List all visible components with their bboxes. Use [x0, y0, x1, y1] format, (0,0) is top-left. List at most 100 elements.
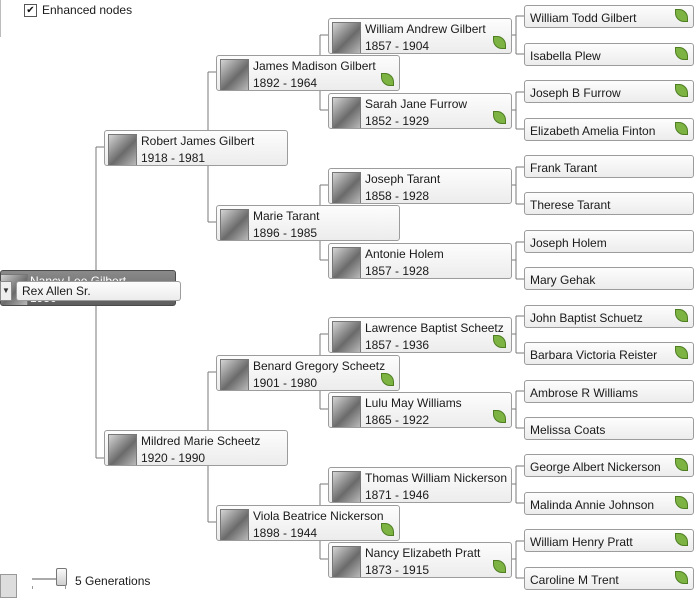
hint-leaf-icon[interactable]: [675, 496, 688, 509]
hint-leaf-icon[interactable]: [675, 571, 688, 584]
person-name: Thomas William Nickerson: [365, 471, 508, 485]
person-name: Caroline M Trent: [530, 573, 619, 587]
person-name: Malinda Annie Johnson: [530, 498, 655, 512]
person-node-gen2[interactable]: Benard Gregory Scheetz 1901 - 1980: [216, 355, 400, 391]
person-dates: 1865 - 1922: [365, 413, 430, 427]
hint-leaf-icon[interactable]: [675, 84, 688, 97]
person-photo: [332, 321, 361, 352]
person-name: Mary Gehak: [530, 273, 596, 287]
person-node-gen4[interactable]: Ambrose R Williams: [524, 380, 694, 403]
person-node-gen4[interactable]: Joseph Holem: [524, 230, 694, 253]
hint-leaf-icon[interactable]: [381, 523, 394, 536]
person-dates: 1858 - 1928: [365, 189, 430, 203]
person-node-gen3[interactable]: Thomas William Nickerson 1871 - 1946: [328, 467, 512, 503]
person-name: Antonie Holem: [365, 247, 444, 261]
enhanced-nodes-label: Enhanced nodes: [42, 3, 133, 17]
person-node-gen4[interactable]: George Albert Nickerson: [524, 454, 694, 477]
person-name: William Andrew Gilbert: [365, 22, 486, 36]
person-node-gen3[interactable]: Lawrence Baptist Scheetz 1857 - 1936: [328, 317, 512, 353]
person-node-gen2[interactable]: Viola Beatrice Nickerson 1898 - 1944: [216, 505, 400, 541]
person-name: John Baptist Schuetz: [530, 311, 643, 325]
generations-slider-ticks: [32, 586, 66, 589]
person-node-gen4[interactable]: William Henry Pratt: [524, 529, 694, 552]
hint-leaf-icon[interactable]: [381, 73, 394, 86]
person-node-gen4[interactable]: Therese Tarant: [524, 192, 694, 215]
person-photo: [220, 209, 249, 240]
person-photo: [108, 434, 137, 465]
hint-leaf-icon[interactable]: [675, 346, 688, 359]
person-node-gen4[interactable]: Barbara Victoria Reister: [524, 342, 694, 365]
person-node-gen2[interactable]: Marie Tarant 1896 - 1985: [216, 205, 400, 241]
person-dates: 1852 - 1929: [365, 114, 430, 128]
person-name: Sarah Jane Furrow: [365, 97, 468, 111]
person-node-gen4[interactable]: Malinda Annie Johnson: [524, 492, 694, 515]
person-dates: 1920 - 1990: [141, 451, 206, 465]
hint-leaf-icon[interactable]: [675, 47, 688, 60]
hint-leaf-icon[interactable]: [493, 111, 506, 124]
enhanced-nodes-checkbox[interactable]: ✔: [24, 4, 37, 17]
person-photo: [332, 97, 361, 128]
person-name: Joseph Holem: [530, 236, 607, 250]
hint-leaf-icon[interactable]: [675, 9, 688, 22]
spouse-dropdown-arrow-icon[interactable]: ▼: [0, 281, 12, 301]
person-name: Marie Tarant: [253, 209, 320, 223]
person-name: William Henry Pratt: [530, 535, 633, 549]
generations-slider-track[interactable]: [32, 578, 62, 580]
person-dates: 1892 - 1964: [253, 76, 318, 90]
hint-leaf-icon[interactable]: [493, 560, 506, 573]
generations-label: 5 Generations: [75, 574, 151, 588]
person-node-gen3[interactable]: Nancy Elizabeth Pratt 1873 - 1915: [328, 542, 512, 578]
person-name: Benard Gregory Scheetz: [253, 359, 386, 373]
person-name: Joseph B Furrow: [530, 86, 621, 100]
person-dates: 1896 - 1985: [253, 226, 318, 240]
person-photo: [332, 546, 361, 577]
person-name: Frank Tarant: [530, 161, 598, 175]
person-node-gen1[interactable]: Mildred Marie Scheetz 1920 - 1990: [104, 430, 288, 466]
person-node-gen3[interactable]: Sarah Jane Furrow 1852 - 1929: [328, 93, 512, 129]
person-node-gen3[interactable]: Joseph Tarant 1858 - 1928: [328, 168, 512, 204]
hint-leaf-icon[interactable]: [675, 458, 688, 471]
person-name: Lulu May Williams: [365, 396, 462, 410]
hint-leaf-icon[interactable]: [675, 309, 688, 322]
person-name: Melissa Coats: [530, 423, 606, 437]
person-node-gen4[interactable]: William Todd Gilbert: [524, 5, 694, 28]
person-node-gen4[interactable]: Elizabeth Amelia Finton: [524, 118, 694, 141]
person-node-gen3[interactable]: Lulu May Williams 1865 - 1922: [328, 392, 512, 428]
person-dates: 1901 - 1980: [253, 376, 318, 390]
hint-leaf-icon[interactable]: [493, 36, 506, 49]
spouse-name: Rex Allen Sr.: [22, 284, 91, 298]
person-node-gen4[interactable]: Isabella Plew: [524, 43, 694, 66]
panel-corner-button[interactable]: [0, 574, 17, 598]
person-node-gen4[interactable]: Melissa Coats: [524, 417, 694, 440]
person-photo: [220, 359, 249, 390]
hint-leaf-icon[interactable]: [381, 373, 394, 386]
person-photo: [220, 509, 249, 540]
person-name: Mildred Marie Scheetz: [141, 434, 261, 448]
hint-leaf-icon[interactable]: [493, 410, 506, 423]
person-node-gen3[interactable]: William Andrew Gilbert 1857 - 1904: [328, 18, 512, 54]
generations-slider-thumb[interactable]: [56, 568, 67, 586]
spouse-node[interactable]: Rex Allen Sr.: [16, 281, 181, 301]
person-node-gen2[interactable]: James Madison Gilbert 1892 - 1964: [216, 55, 400, 91]
person-name: William Todd Gilbert: [530, 11, 637, 25]
person-name: Isabella Plew: [530, 49, 601, 63]
person-node-gen3[interactable]: Antonie Holem 1857 - 1928: [328, 243, 512, 279]
person-node-gen4[interactable]: Mary Gehak: [524, 267, 694, 290]
person-dates: 1857 - 1904: [365, 39, 430, 53]
person-name: James Madison Gilbert: [253, 59, 376, 73]
person-dates: 1857 - 1928: [365, 264, 430, 278]
person-name: Robert James Gilbert: [141, 134, 255, 148]
hint-leaf-icon[interactable]: [675, 533, 688, 546]
person-name: George Albert Nickerson: [530, 460, 661, 474]
person-photo: [332, 471, 361, 502]
person-node-gen4[interactable]: John Baptist Schuetz: [524, 305, 694, 328]
person-photo: [108, 134, 137, 165]
person-node-gen1[interactable]: Robert James Gilbert 1918 - 1981: [104, 130, 288, 166]
person-dates: 1857 - 1936: [365, 338, 430, 352]
person-node-gen4[interactable]: Caroline M Trent: [524, 567, 694, 590]
hint-leaf-icon[interactable]: [675, 122, 688, 135]
person-node-gen4[interactable]: Joseph B Furrow: [524, 80, 694, 103]
person-photo: [332, 396, 361, 427]
hint-leaf-icon[interactable]: [493, 335, 506, 348]
person-node-gen4[interactable]: Frank Tarant: [524, 155, 694, 178]
